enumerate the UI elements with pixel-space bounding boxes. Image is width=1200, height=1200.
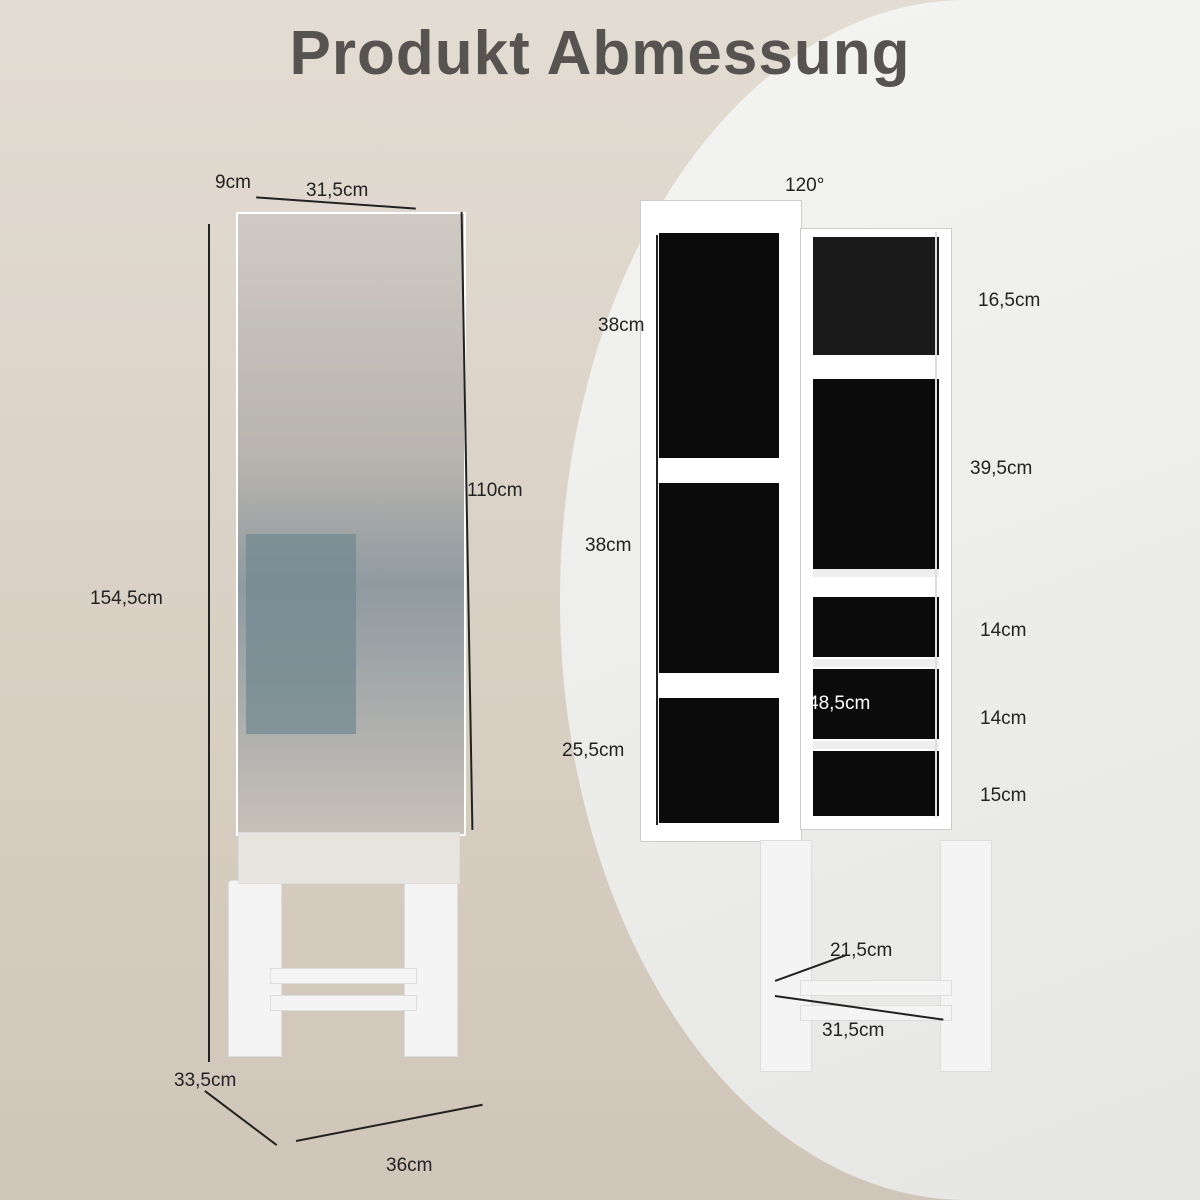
cabinet-section-3: 14cm xyxy=(980,620,1027,641)
base-bar xyxy=(270,995,417,1011)
dim-line xyxy=(656,235,658,825)
mirror-front-view xyxy=(236,212,466,836)
inner-height-label: 48,5cm xyxy=(808,693,871,714)
base-bar xyxy=(270,968,417,984)
stand-post xyxy=(238,832,460,884)
cabinet-section-1: 16,5cm xyxy=(978,290,1041,311)
right-base-bar xyxy=(800,1005,952,1021)
base-inner-width-label: 21,5cm xyxy=(830,940,893,961)
width-label: 31,5cm xyxy=(306,180,369,201)
cabinet-section-5: 15cm xyxy=(980,785,1027,806)
base-depth-label: 33,5cm xyxy=(174,1070,237,1091)
base-width-label: 36cm xyxy=(386,1155,433,1176)
right-right-leg xyxy=(940,840,992,1072)
cabinet-interior xyxy=(800,228,952,830)
door-section-1: 38cm xyxy=(598,315,645,336)
door-section-2: 38cm xyxy=(585,535,632,556)
page-title: Produkt Abmessung xyxy=(289,19,911,88)
right-base-bar xyxy=(800,980,952,996)
angle-label: 120° xyxy=(785,175,825,196)
cabinet-section-2: 39,5cm xyxy=(970,458,1033,479)
mirror-height-label: 110cm xyxy=(467,480,523,501)
total-height-label: 154,5cm xyxy=(90,588,163,609)
base-width-label: 31,5cm xyxy=(822,1020,885,1041)
right-left-leg xyxy=(760,840,812,1072)
dim-line xyxy=(935,232,937,817)
reflection xyxy=(246,534,356,734)
open-door xyxy=(640,200,802,842)
cabinet-section-4: 14cm xyxy=(980,708,1027,729)
depth-label: 9cm xyxy=(215,172,251,193)
door-section-3: 25,5cm xyxy=(562,740,625,761)
dim-line xyxy=(208,224,210,1062)
